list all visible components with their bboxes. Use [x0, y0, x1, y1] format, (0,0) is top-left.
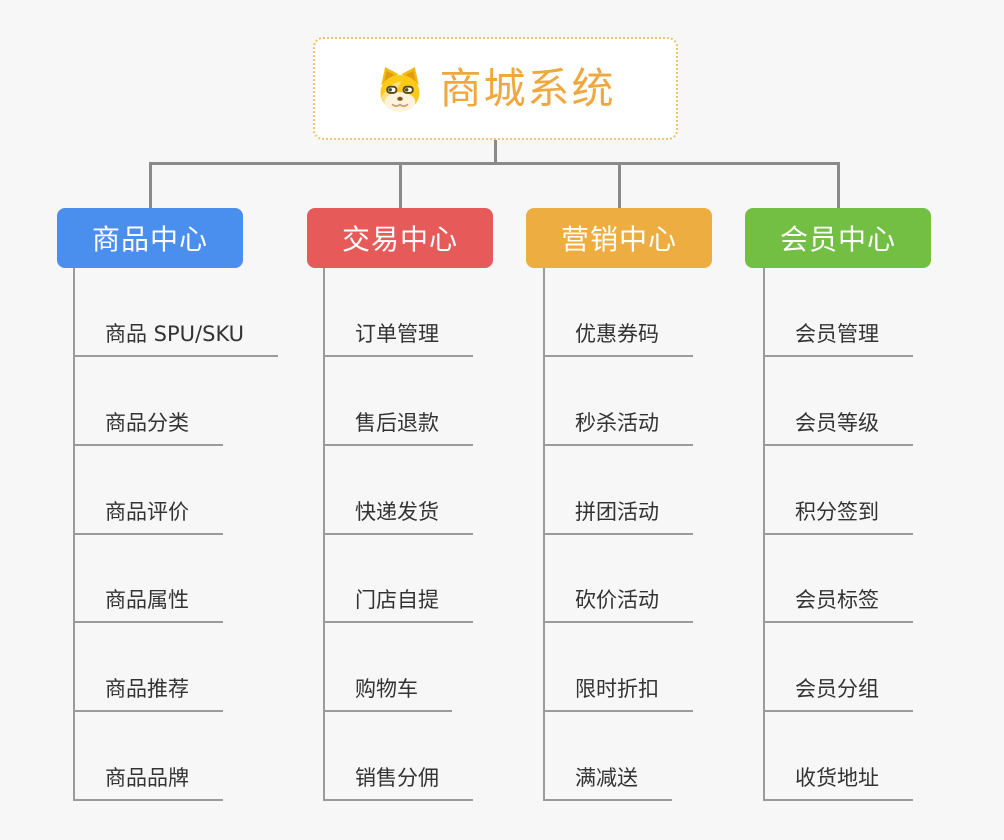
leaf-node[interactable]: 收货地址: [763, 766, 913, 801]
leaf-node[interactable]: 门店自提: [323, 588, 473, 623]
leaf-node[interactable]: 会员分组: [763, 677, 913, 712]
connector-line: [148, 162, 152, 208]
branch-node[interactable]: 营销中心: [526, 208, 712, 268]
leaf-node[interactable]: 秒杀活动: [543, 411, 693, 446]
leaf-node[interactable]: 商品评价: [73, 500, 223, 535]
leaf-node[interactable]: 商品属性: [73, 588, 223, 623]
connector-line: [836, 162, 840, 208]
connector-line: [617, 162, 621, 208]
leaf-node[interactable]: 会员标签: [763, 588, 913, 623]
leaf-node[interactable]: 限时折扣: [543, 677, 693, 712]
leaf-node[interactable]: 商品 SPU/SKU: [73, 322, 279, 357]
leaf-node[interactable]: 商品分类: [73, 411, 223, 446]
leaf-node[interactable]: 砍价活动: [543, 588, 693, 623]
connector-line: [398, 162, 402, 208]
leaf-node[interactable]: 满减送: [543, 766, 672, 801]
leaf-node[interactable]: 会员管理: [763, 322, 913, 357]
connector-line: [148, 162, 840, 165]
leaf-node[interactable]: 会员等级: [763, 411, 913, 446]
leaf-node[interactable]: 订单管理: [323, 322, 473, 357]
leaf-node[interactable]: 商品品牌: [73, 766, 223, 801]
root-node[interactable]: 商城系统: [313, 37, 678, 140]
branch-node[interactable]: 交易中心: [307, 208, 493, 268]
leaf-node[interactable]: 快递发货: [323, 500, 473, 535]
root-title: 商城系统: [439, 63, 616, 113]
branch-node[interactable]: 会员中心: [745, 208, 931, 268]
leaf-node[interactable]: 售后退款: [323, 411, 473, 446]
leaf-node[interactable]: 购物车: [323, 677, 452, 712]
leaf-node[interactable]: 积分签到: [763, 500, 913, 535]
leaf-node[interactable]: 商品推荐: [73, 677, 223, 712]
doge-dog-icon: [375, 64, 425, 114]
leaf-node[interactable]: 销售分佣: [323, 766, 473, 801]
connector-line: [494, 140, 497, 164]
leaf-node[interactable]: 优惠券码: [543, 322, 693, 357]
branch-node[interactable]: 商品中心: [57, 208, 243, 268]
leaf-node[interactable]: 拼团活动: [543, 500, 693, 535]
